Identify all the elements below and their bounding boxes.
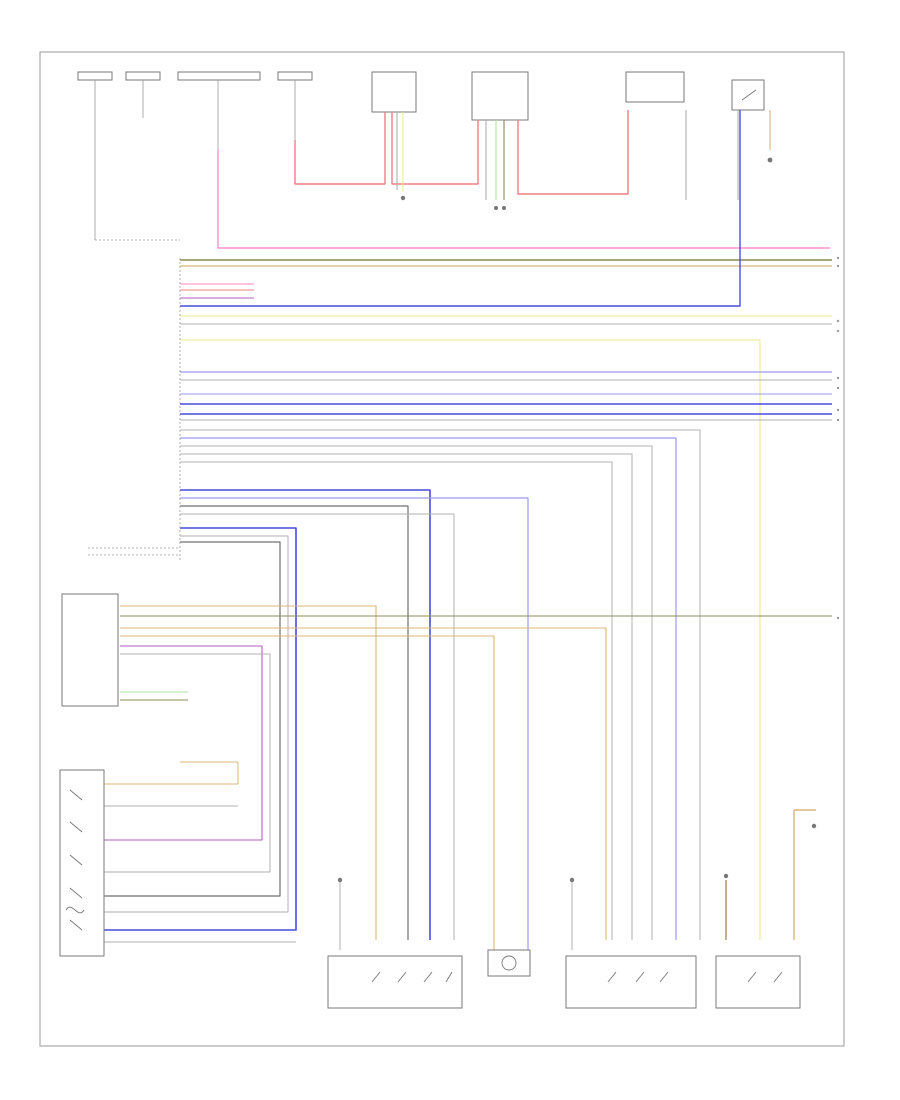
ground-symbol-top-3 <box>767 157 773 163</box>
wire-light-blue-34 <box>180 497 529 950</box>
wire-yellow-21 <box>180 339 761 940</box>
tailgate-lock-motor <box>487 949 531 977</box>
top-switch-d <box>731 79 765 111</box>
wire-blue-37 <box>100 527 297 931</box>
left-rear-door-lock-switches <box>607 971 669 983</box>
fuse-box-1 <box>77 71 113 81</box>
passenger-door-lock-switches <box>371 971 453 983</box>
top-module-b <box>471 71 529 121</box>
top-switch-contact <box>741 89 757 101</box>
fuse-supply-section <box>77 71 313 241</box>
wire-grey-38 <box>100 535 289 913</box>
wire-red-2 <box>391 112 479 185</box>
wire-light-blue-29 <box>180 437 677 940</box>
top-relay-c <box>625 71 685 103</box>
ground-symbol-bottom-4 <box>811 823 817 829</box>
passenger-door-lock-actuator <box>327 955 463 1009</box>
wire-tan-48 <box>100 761 239 785</box>
left-rear-door-lock-actuator <box>565 955 697 1009</box>
wire-tan-42 <box>120 627 607 940</box>
fuse-box-2 <box>125 71 161 81</box>
wire-violet-44 <box>100 645 263 841</box>
wire-grey-30 <box>180 445 653 940</box>
top-module-a <box>371 71 417 113</box>
wire-dark-grey-39 <box>100 541 281 897</box>
left-module-upper <box>61 593 119 707</box>
ground-symbol-bottom-1 <box>337 877 343 883</box>
wire-grey-28 <box>180 429 701 940</box>
wire-blue-18 <box>180 110 741 307</box>
fuse-box-4 <box>277 71 313 81</box>
ground-symbol-top-2 <box>494 206 506 210</box>
wire-layer <box>98 110 832 950</box>
wire-red-8 <box>517 110 629 195</box>
wire-tan-40 <box>120 605 377 940</box>
right-rear-door-lock-switches <box>747 971 783 983</box>
wire-blue-33 <box>180 489 431 940</box>
wire-pink-12 <box>217 150 830 249</box>
ground-symbol-bottom-3 <box>723 873 729 879</box>
wire-tan-43 <box>120 635 495 950</box>
right-rear-door-lock-actuator <box>715 955 801 1009</box>
wire-grey-36 <box>180 513 455 940</box>
fuse-box-3 <box>177 71 261 81</box>
ground-symbol-top-1 <box>400 195 406 201</box>
wire-dark-grey-35 <box>180 505 409 940</box>
right-edge-connectors <box>836 256 840 620</box>
left-switch-assembly <box>59 769 105 957</box>
wire-red-1 <box>294 112 386 185</box>
wire-grey-45 <box>100 653 271 873</box>
tailgate-lock-motor-symbol <box>501 955 517 971</box>
wire-grey-31 <box>180 453 633 940</box>
ground-symbol-bottom-2 <box>569 877 575 883</box>
central-module <box>88 258 181 560</box>
diagram-border <box>39 51 845 1047</box>
wire-grey-32 <box>180 461 613 940</box>
